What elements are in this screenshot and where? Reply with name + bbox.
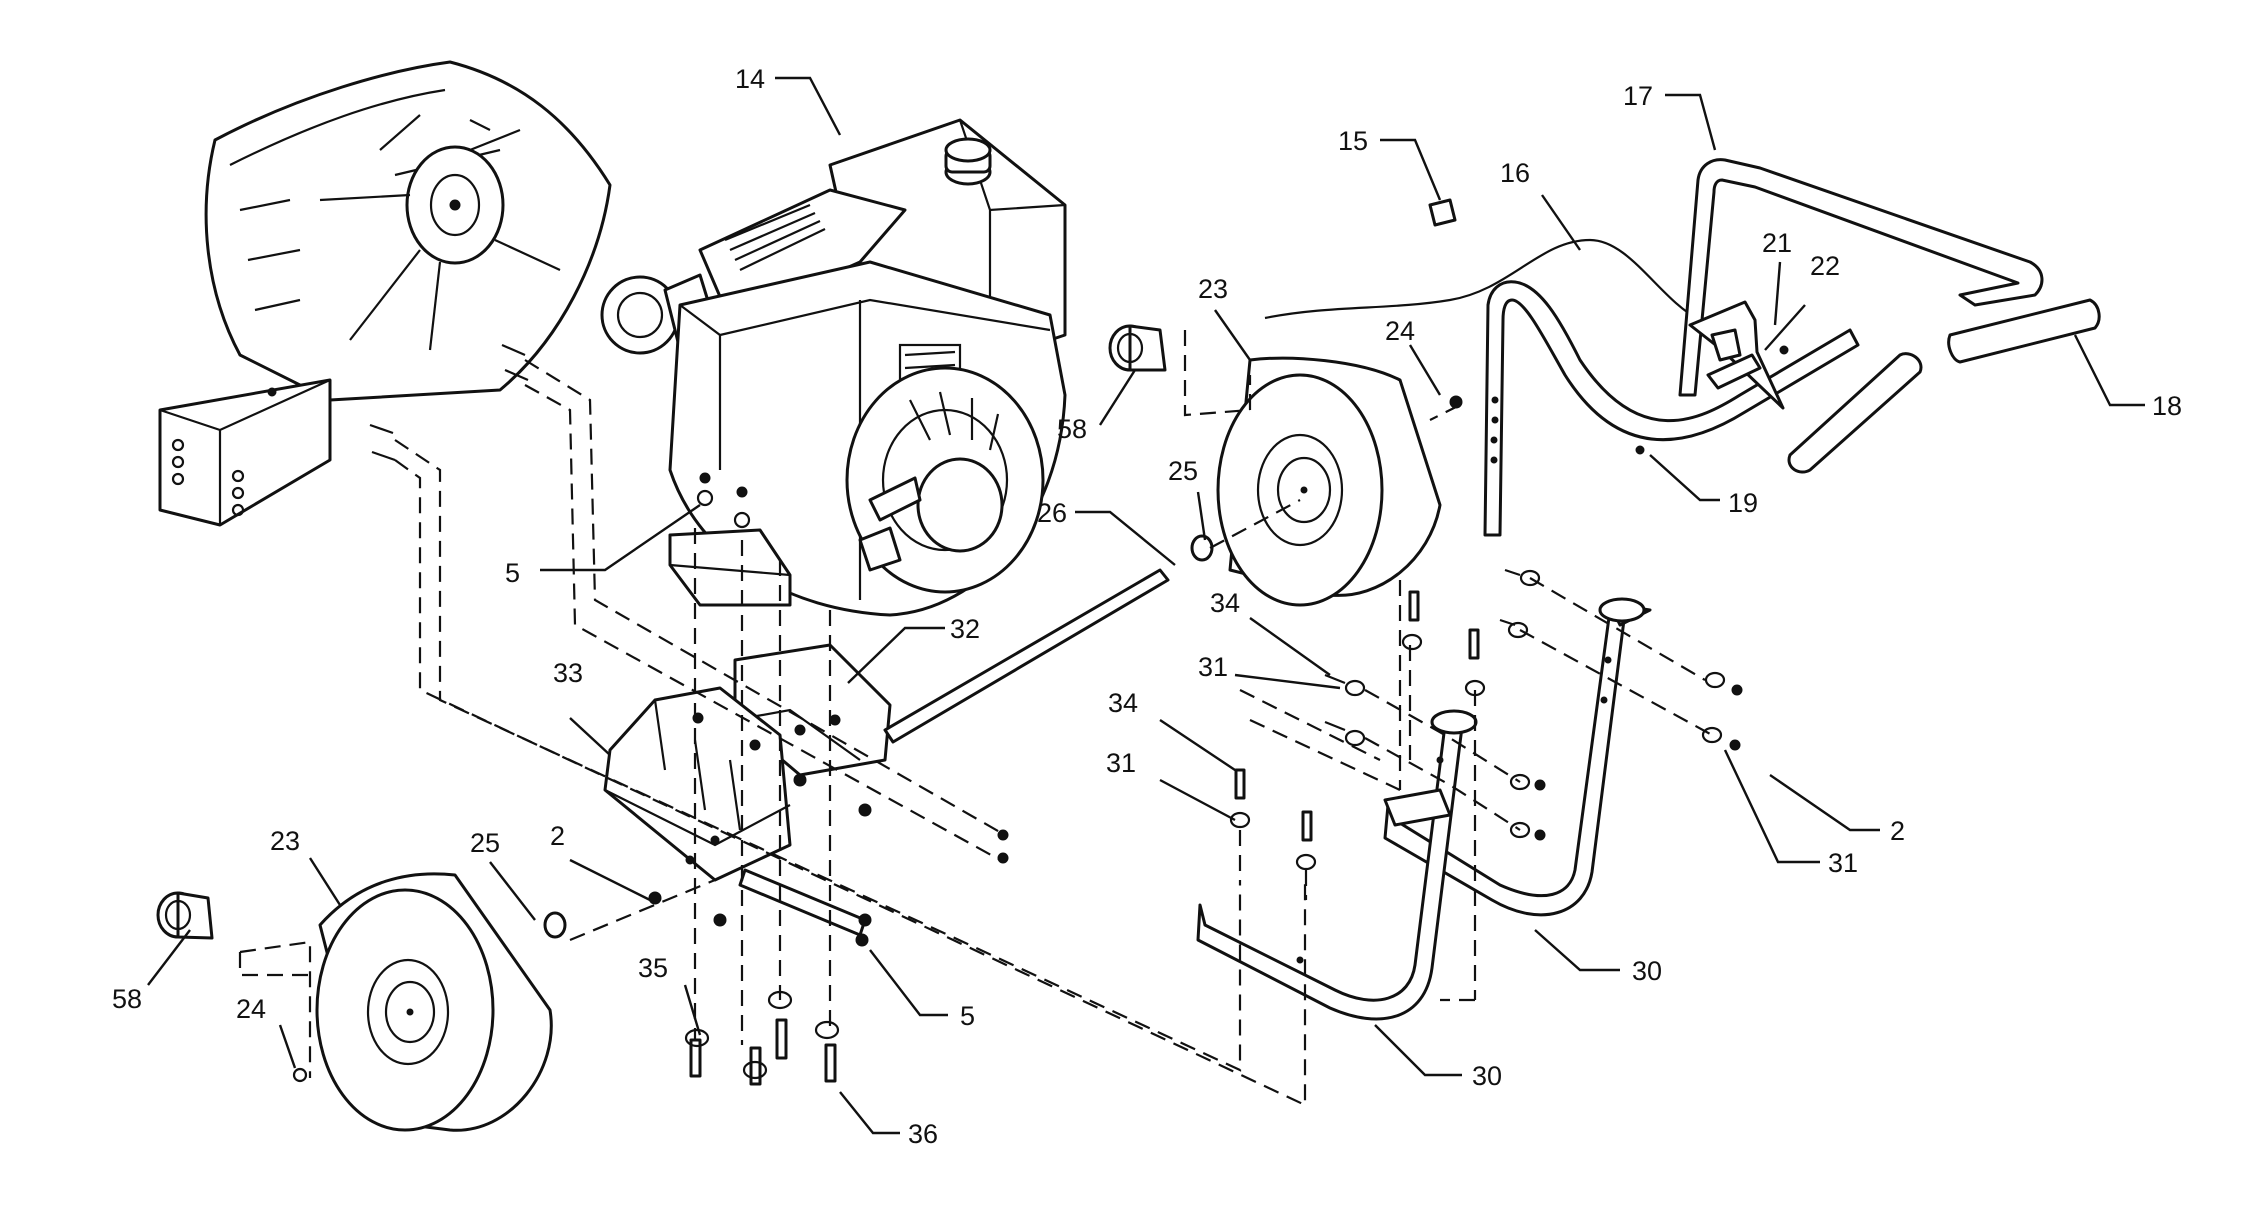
callout-labels: 14 15 17 16 23 24 21 22 58 18 25 19 26 5… — [112, 64, 2182, 1149]
callout-31-lower: 31 — [1106, 748, 1136, 778]
callout-19: 19 — [1728, 488, 1758, 518]
axle-26 — [883, 568, 1170, 744]
callout-23-upper: 23 — [1198, 274, 1228, 304]
callout-15: 15 — [1338, 126, 1368, 156]
callout-58-lower: 58 — [112, 984, 142, 1014]
callout-34-upper: 34 — [1210, 588, 1240, 618]
callout-31-upper: 31 — [1198, 652, 1228, 682]
callout-31-right: 31 — [1828, 848, 1858, 878]
callout-30-right: 30 — [1632, 956, 1662, 986]
callout-25-upper: 25 — [1168, 456, 1198, 486]
callout-33: 33 — [553, 658, 583, 688]
nut-24-lower — [292, 1067, 308, 1083]
callout-18: 18 — [2152, 391, 2182, 421]
assembly-guide-lines — [238, 330, 1713, 1107]
callout-34-lower: 34 — [1108, 688, 1138, 718]
wheel-lower — [315, 872, 553, 1132]
engine-mount-base — [603, 643, 892, 882]
callout-35: 35 — [638, 953, 668, 983]
callout-2-right: 2 — [1890, 816, 1905, 846]
callout-58-upper: 58 — [1057, 414, 1087, 444]
engine — [600, 118, 1067, 617]
callout-17: 17 — [1623, 81, 1653, 111]
callout-22: 22 — [1810, 251, 1840, 281]
callout-24-lower: 24 — [236, 994, 266, 1024]
handle-assembly — [1264, 158, 2101, 537]
callout-30-front: 30 — [1472, 1061, 1502, 1091]
callout-5-upper: 5 — [505, 558, 520, 588]
callout-14: 14 — [735, 64, 765, 94]
knob-15 — [1428, 198, 1457, 227]
callout-23-lower: 23 — [270, 826, 300, 856]
callout-26: 26 — [1037, 498, 1067, 528]
callout-21: 21 — [1762, 228, 1792, 258]
callout-5-lower: 5 — [960, 1001, 975, 1031]
leader-lines — [147, 76, 2145, 1135]
hub-cap-58-lower — [156, 891, 214, 940]
callout-25-lower: 25 — [470, 828, 500, 858]
washer-25-lower — [543, 911, 567, 939]
callout-36: 36 — [908, 1119, 938, 1149]
washer-25-upper — [1190, 534, 1214, 562]
axle-lower — [738, 868, 867, 937]
hub-cap-58-upper — [1108, 324, 1167, 372]
callout-32: 32 — [950, 614, 980, 644]
callout-16: 16 — [1500, 158, 1530, 188]
callout-2-left: 2 — [550, 821, 565, 851]
stand-frame-30-rear — [1383, 597, 1652, 917]
callout-24-upper: 24 — [1385, 316, 1415, 346]
hardware — [648, 568, 1743, 1086]
throttle-lever-21 — [1706, 328, 1762, 390]
stand-crossbar — [1383, 788, 1452, 827]
blower-housing — [158, 60, 612, 527]
wheel-upper — [1216, 356, 1442, 607]
